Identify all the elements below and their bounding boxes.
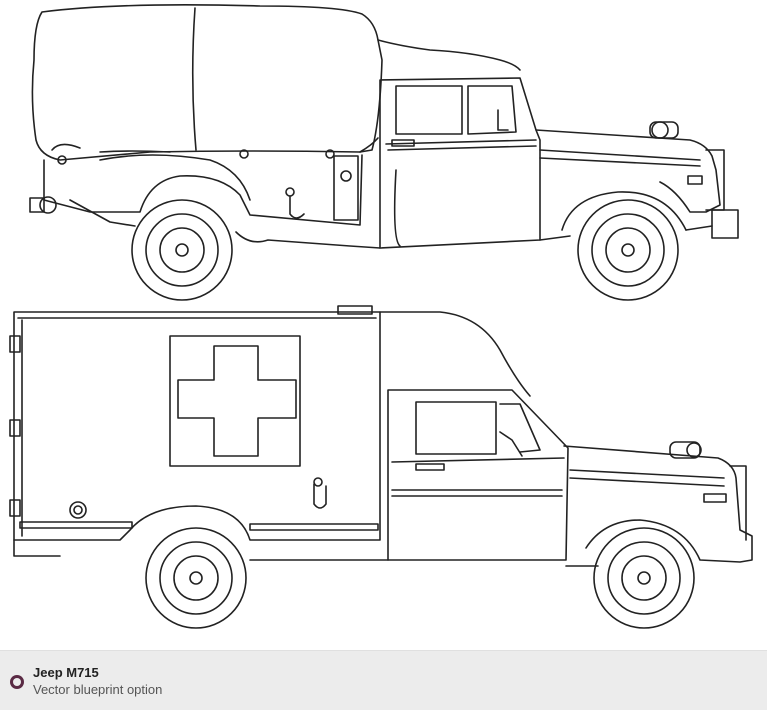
cargo-bed: [43, 154, 363, 226]
vehicle-title: Jeep M715: [33, 665, 99, 680]
cab: [379, 77, 541, 249]
cab-roof: [379, 311, 531, 397]
front-wheel: [577, 199, 679, 301]
cargo-truck-view: [29, 4, 739, 301]
fuel-cap: [69, 501, 87, 519]
circle-bullet-icon: [10, 675, 24, 689]
rear-cab-window: [395, 85, 463, 135]
canvas-tarp: [31, 4, 383, 161]
ambulance-window: [415, 401, 497, 455]
ambulance-box: [13, 311, 381, 541]
ambulance-front-wheel: [593, 527, 695, 629]
ambulance-hood: [563, 445, 753, 563]
red-cross-emblem: [169, 335, 301, 467]
vehicle-blueprint-drawing: [9, 4, 753, 629]
vehicle-subtitle: Vector blueprint option: [33, 682, 163, 697]
side-window: [467, 85, 517, 135]
ambulance-rear-wheel: [145, 527, 247, 629]
ambulance-view: [9, 305, 753, 629]
ambulance-cab: [387, 389, 569, 561]
rear-wheel: [131, 199, 233, 301]
hood: [535, 129, 721, 213]
caption-bar: Jeep M715 Vector blueprint option: [0, 650, 767, 710]
